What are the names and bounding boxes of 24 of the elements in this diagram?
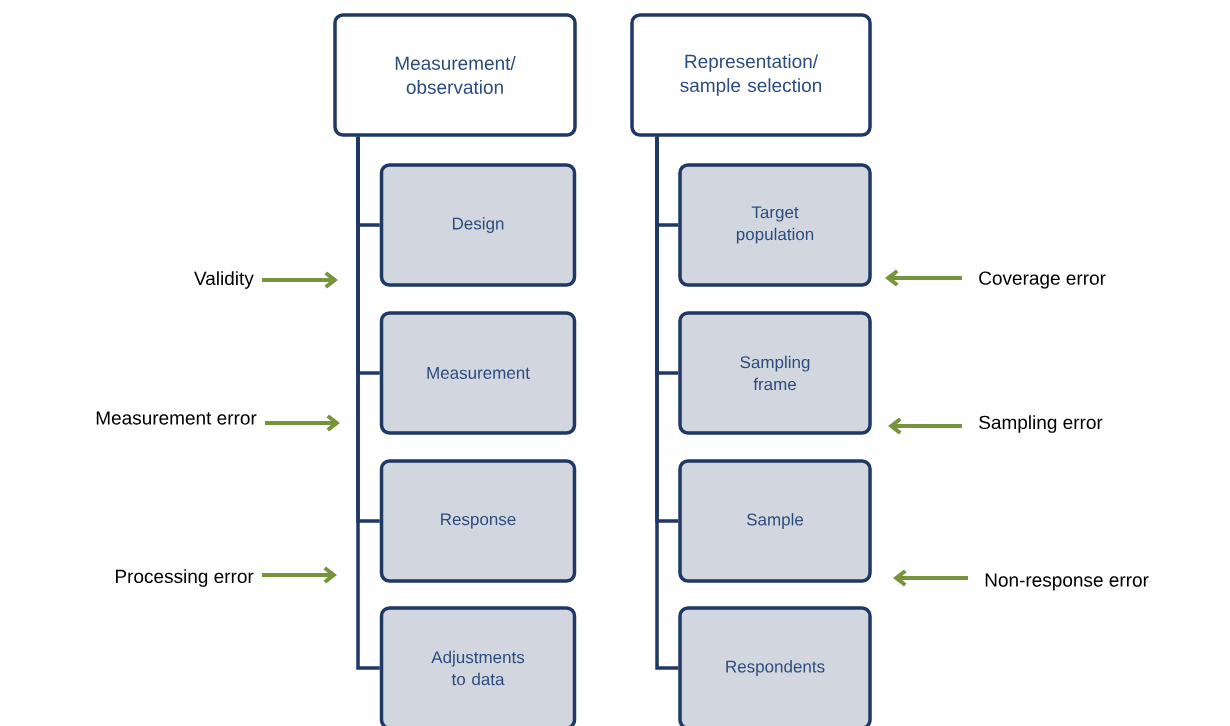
process-box: Sample [678,459,872,583]
error-label: Processing error [116,569,254,587]
error-label: Sampling error [979,415,1103,433]
arrow [893,569,968,587]
process-box: Respondents [678,606,872,726]
error-label: Coverage error [979,271,1106,289]
process-box: Sampling frame [678,311,872,435]
error-label: Measurement error [96,411,257,425]
arrow [265,414,340,432]
arrow [262,566,337,584]
error-label: Validity [194,271,254,289]
tree-connector [655,136,679,670]
process-box: Response [379,459,577,583]
process-box: Measurement [379,311,577,435]
error-label: Non-response error [985,573,1149,591]
process-box: Adjustments to data [379,606,577,726]
tree-connector [356,136,380,670]
header-box: Measurement/ observation [333,13,577,137]
header-box: Representation/ sample selection [630,13,872,137]
process-box: Design [379,163,577,287]
arrow [885,269,962,287]
process-box: Target population [678,163,872,287]
arrow [262,271,338,289]
arrow [888,417,962,435]
